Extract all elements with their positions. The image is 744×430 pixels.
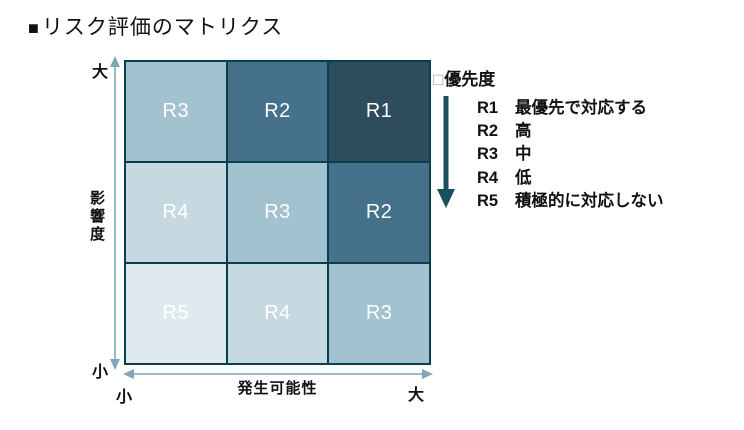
y-axis-title: 影響度	[88, 190, 105, 244]
page-title-text: リスク評価のマトリクス	[41, 16, 284, 39]
legend-header: □優先度	[433, 65, 495, 90]
y-axis-min-label: 小	[92, 364, 109, 381]
legend-item-desc: 積極的に対応しない	[515, 191, 664, 210]
matrix-cell-r2c3: R2	[329, 163, 429, 262]
matrix-cell-r1c1: R3	[126, 62, 226, 161]
legend-item-r3: R3 中	[477, 140, 664, 163]
x-axis-max-label: 大	[408, 387, 425, 404]
x-axis-arrow-icon	[123, 369, 433, 379]
legend-item-code: R1	[477, 99, 499, 117]
y-axis-arrow-icon	[110, 56, 120, 370]
legend-item-code: R3	[477, 145, 499, 164]
y-axis-max-label: 大	[92, 64, 109, 81]
title-square-bullet-icon: ■	[28, 18, 40, 38]
legend-list: R1 最優先で対応する R2 高 R3 中 R4 低 R5 積極的に対応しない	[477, 94, 664, 210]
legend-item-r4: R4 低	[477, 164, 664, 187]
legend-item-desc: 高	[515, 122, 532, 141]
legend-square-bullet-icon: □	[433, 70, 444, 89]
legend-header-text: 優先度	[444, 70, 496, 89]
x-axis-min-label: 小	[116, 389, 133, 406]
legend-item-code: R5	[477, 191, 499, 210]
matrix-cell-r3c1: R5	[126, 264, 226, 363]
matrix-cell-r1c2: R2	[227, 62, 328, 161]
legend-item-desc: 低	[515, 168, 532, 187]
matrix-cell-r3c2: R4	[227, 264, 328, 363]
risk-matrix: R3 R2 R1 R4 R3 R2 R5 R4 R3	[124, 60, 431, 365]
matrix-cell-r1c3: R1	[329, 62, 429, 161]
legend-item-code: R2	[477, 122, 499, 141]
matrix-cell-r3c3: R3	[329, 264, 429, 363]
legend-item-desc: 最優先で対応する	[515, 99, 647, 117]
matrix-cell-r2c1: R4	[126, 163, 226, 262]
legend-item-desc: 中	[515, 145, 532, 164]
legend-item-code: R4	[477, 168, 499, 187]
legend-item-r5: R5 積極的に対応しない	[477, 187, 664, 210]
page-title: ■リスク評価のマトリクス	[28, 11, 283, 41]
legend-item-r1: R1 最優先で対応する	[477, 94, 664, 117]
legend-item-r2: R2 高	[477, 117, 664, 140]
x-axis-title: 発生可能性	[237, 380, 318, 397]
matrix-cell-r2c2: R3	[227, 163, 328, 262]
priority-down-arrow-icon	[437, 96, 455, 208]
